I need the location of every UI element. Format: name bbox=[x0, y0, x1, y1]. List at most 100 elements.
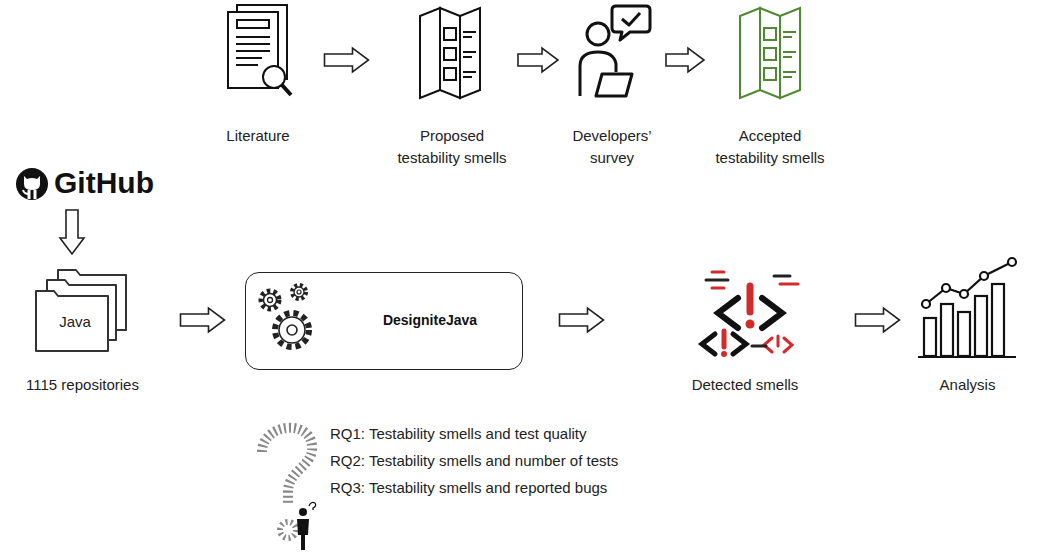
folders-icon bbox=[36, 270, 126, 351]
icon-stroke bbox=[762, 298, 782, 328]
github-logo bbox=[16, 168, 48, 200]
icon-node: Java 1115 repositories bbox=[5, 262, 160, 396]
icon-stroke bbox=[784, 338, 792, 352]
icon-stroke bbox=[444, 68, 456, 80]
block-arrow bbox=[518, 48, 558, 72]
icon-stroke bbox=[297, 519, 309, 550]
icon-stroke bbox=[236, 64, 258, 66]
research-question: RQ2: Testability smells and number of te… bbox=[330, 451, 618, 471]
icon-stroke bbox=[36, 291, 108, 351]
node-caption: Accepted testability smells bbox=[708, 125, 832, 169]
icon-stroke bbox=[297, 290, 301, 294]
icon-stroke bbox=[236, 50, 270, 52]
icon-stroke bbox=[922, 300, 930, 308]
icon-stroke bbox=[780, 8, 800, 98]
icon-stroke bbox=[236, 57, 262, 59]
node-caption: GitHub bbox=[12, 164, 182, 202]
node-caption: Analysis bbox=[905, 374, 1030, 396]
icon-stroke bbox=[287, 325, 297, 335]
icon-stroke bbox=[612, 6, 650, 40]
icon-stroke bbox=[702, 334, 715, 354]
icon-stroke bbox=[780, 283, 798, 286]
icon-node: Proposed testability smells bbox=[390, 5, 514, 169]
icon-stroke bbox=[420, 8, 440, 98]
folder-label: Java bbox=[49, 312, 101, 332]
icon-stroke bbox=[926, 262, 1012, 304]
icon-stroke bbox=[309, 502, 316, 510]
icon-stroke bbox=[942, 284, 950, 292]
icon-stroke bbox=[280, 522, 296, 538]
literature-icon bbox=[228, 5, 291, 95]
icon-stroke bbox=[924, 318, 936, 356]
icon-stroke bbox=[960, 290, 968, 298]
icon-stroke bbox=[294, 287, 304, 297]
icon-stroke bbox=[23, 190, 29, 194]
icon-stroke bbox=[746, 320, 755, 329]
icon-stroke bbox=[587, 23, 609, 45]
smells-icon bbox=[702, 272, 798, 357]
icon-stroke bbox=[764, 68, 776, 80]
icon-stroke bbox=[783, 36, 792, 38]
icon-stroke bbox=[292, 285, 306, 299]
icon-stroke bbox=[264, 294, 277, 307]
icon-stroke bbox=[596, 74, 632, 96]
icon-stroke bbox=[747, 286, 754, 312]
icon-stroke bbox=[279, 317, 305, 343]
icon-stroke bbox=[764, 28, 776, 40]
developer-survey-icon bbox=[580, 6, 650, 96]
icon-node: Accepted testability smells bbox=[708, 5, 832, 169]
icon-stroke bbox=[463, 76, 472, 78]
block-arrow bbox=[325, 48, 369, 72]
icon-stroke bbox=[721, 351, 727, 357]
icon-stroke bbox=[783, 31, 796, 33]
icon-node: Literature bbox=[213, 5, 303, 147]
icon-stroke bbox=[760, 8, 780, 98]
icon-stroke bbox=[783, 56, 792, 58]
icon-stroke bbox=[712, 287, 724, 290]
block-arrow bbox=[181, 308, 225, 332]
icon-stroke bbox=[740, 8, 760, 98]
node-caption: Detected smells bbox=[640, 374, 850, 396]
node-caption: Developers’ survey bbox=[562, 125, 662, 169]
accepted-checklist-icon bbox=[740, 8, 800, 98]
block-arrow bbox=[856, 308, 900, 332]
icon-stroke bbox=[460, 8, 480, 98]
icon-stroke bbox=[774, 275, 790, 278]
node-caption: Proposed testability smells bbox=[390, 125, 514, 169]
icon-stroke bbox=[1008, 258, 1016, 266]
chart-icon bbox=[918, 258, 1016, 357]
node-caption: DesigniteJava bbox=[246, 273, 522, 368]
icon-stroke bbox=[236, 43, 270, 45]
icon-stroke bbox=[764, 48, 776, 60]
question-icon bbox=[262, 428, 316, 550]
icon-stroke bbox=[718, 298, 738, 328]
icon-stroke bbox=[733, 334, 746, 354]
icon-stroke bbox=[299, 508, 307, 516]
icon-stroke bbox=[261, 291, 279, 309]
icon-stroke bbox=[262, 428, 312, 504]
icon-stroke bbox=[282, 85, 291, 95]
icon-stroke bbox=[463, 51, 476, 53]
icon-stroke bbox=[752, 345, 766, 348]
node-caption: 1115 repositories bbox=[5, 374, 160, 396]
icon-stroke bbox=[440, 8, 460, 98]
icon-stroke bbox=[712, 271, 724, 274]
icon-stroke bbox=[236, 36, 270, 38]
icon-stroke bbox=[992, 284, 1004, 356]
block-arrow bbox=[666, 48, 704, 72]
process-box: DesigniteJava bbox=[245, 272, 523, 370]
icon-stroke bbox=[783, 71, 796, 73]
icon-stroke bbox=[783, 51, 796, 53]
icon-stroke bbox=[622, 13, 640, 25]
icon-stroke bbox=[463, 56, 472, 58]
icon-stroke bbox=[706, 279, 728, 282]
icon-stroke bbox=[918, 356, 1016, 358]
icon-stroke bbox=[237, 20, 269, 28]
research-question: RQ1: Testability smells and test quality bbox=[330, 424, 587, 444]
icon-stroke bbox=[275, 313, 309, 347]
node-caption: Literature bbox=[213, 125, 303, 147]
block-arrow bbox=[560, 308, 604, 332]
